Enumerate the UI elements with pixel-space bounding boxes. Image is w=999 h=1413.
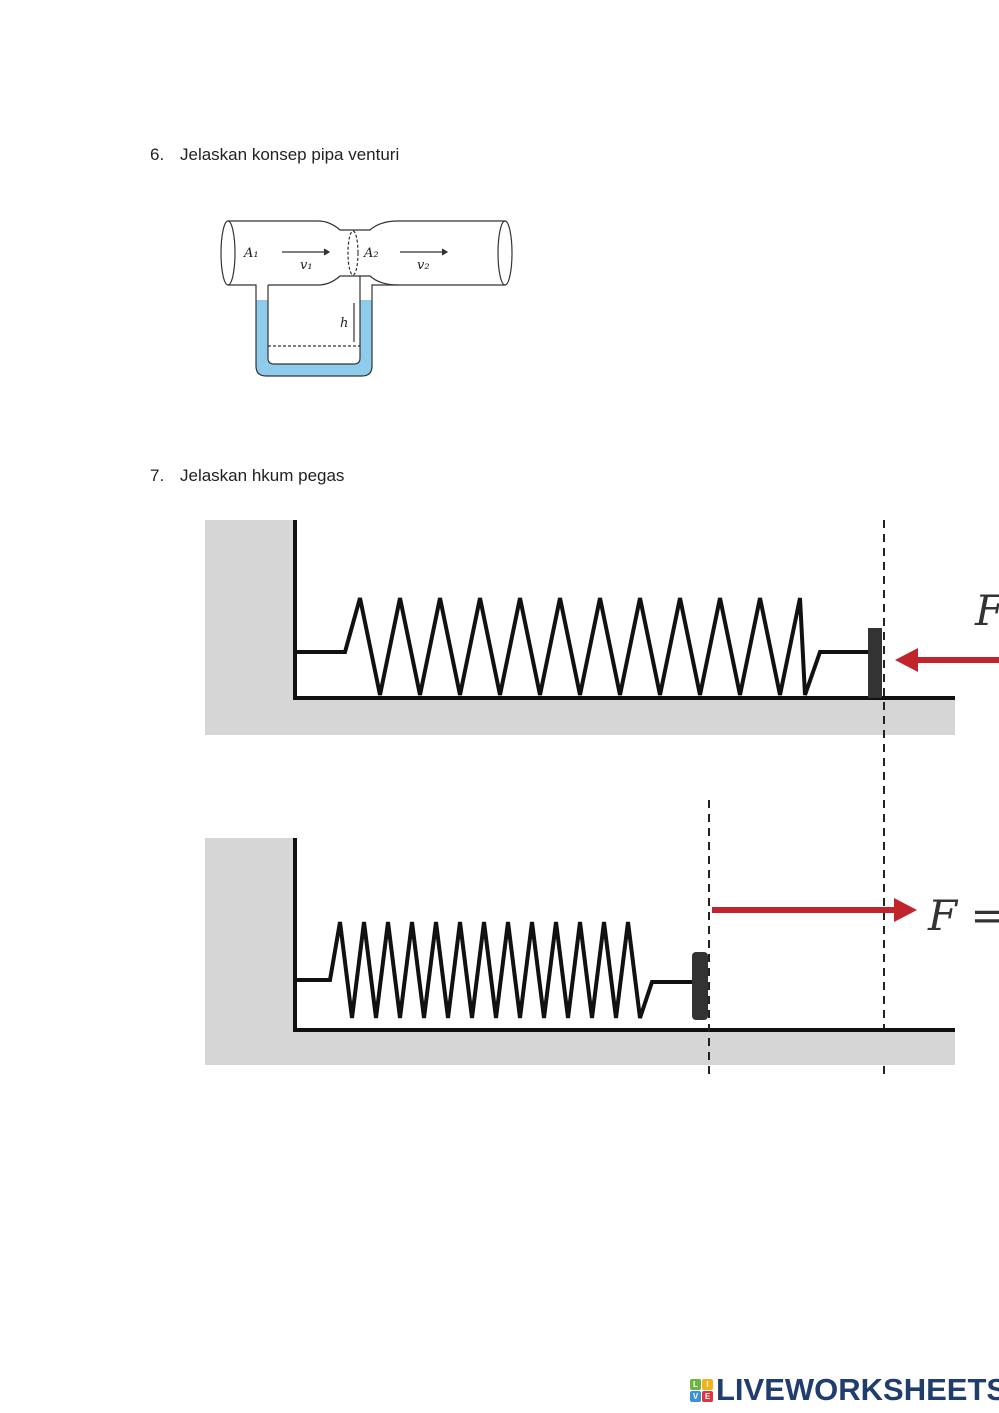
arrow-left-icon xyxy=(895,648,918,672)
block xyxy=(868,628,882,698)
question-number: 6. xyxy=(150,145,165,164)
logo-tile: L xyxy=(690,1378,701,1390)
logo-tile: V xyxy=(690,1390,701,1402)
logo-tile: I xyxy=(702,1378,713,1390)
liveworksheets-logo: L I V E LIVEWORKSHEETS xyxy=(690,1372,999,1408)
logo-tiles-icon: L I V E xyxy=(690,1378,713,1402)
label-v2: v₂ xyxy=(417,258,430,273)
question-number: 7. xyxy=(150,466,165,485)
wall xyxy=(205,520,293,735)
force-label-bottom: F = xyxy=(927,891,999,940)
label-v1: v₁ xyxy=(300,258,313,273)
question-7: 7. Jelaskan hkum pegas xyxy=(150,466,344,486)
label-a2: A₂ xyxy=(363,246,379,261)
question-text: Jelaskan hkum pegas xyxy=(180,466,345,485)
question-text: Jelaskan konsep pipa venturi xyxy=(180,145,400,164)
arrow-right-icon xyxy=(894,898,917,922)
question-6: 6. Jelaskan konsep pipa venturi xyxy=(150,145,399,165)
label-h: h xyxy=(340,316,348,331)
spring-compressed-top xyxy=(297,597,868,696)
label-a1: A₁ xyxy=(243,246,259,261)
spring-relaxed-bottom xyxy=(297,921,692,1019)
logo-text: LIVEWORKSHEETS xyxy=(716,1372,999,1407)
logo-tile: E xyxy=(702,1390,713,1402)
floor xyxy=(205,700,955,735)
force-label-top: F xyxy=(974,586,999,635)
